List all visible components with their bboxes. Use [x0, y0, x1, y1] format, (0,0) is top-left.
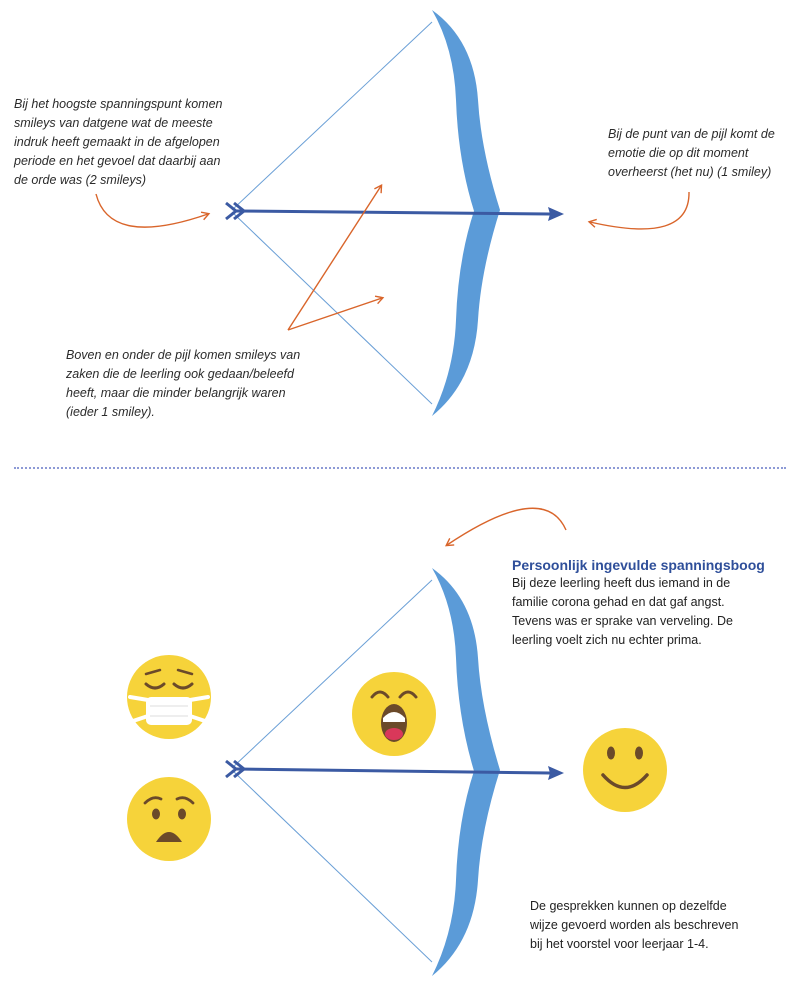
bow-string-upper — [231, 579, 433, 769]
arrow-fletching — [225, 201, 247, 221]
callout-tip — [587, 191, 690, 230]
callout-peak — [95, 193, 211, 228]
bow-string-lower — [231, 211, 433, 405]
callout-sides-up — [287, 183, 383, 331]
yawning-face-emoji — [352, 672, 436, 756]
arrow-shaft — [235, 209, 551, 216]
bow-string-lower — [231, 769, 433, 963]
worried-face-emoji — [127, 777, 211, 861]
arrow-shaft — [235, 767, 551, 775]
arrow-head — [548, 207, 564, 221]
arrow-fletching — [225, 759, 247, 779]
note-peak: Bij het hoogste spanningspunt komen smil… — [14, 97, 223, 187]
callout-sides-down — [287, 295, 385, 331]
note-sides: Boven en onder de pijl komen smileys van… — [66, 348, 301, 419]
mask-face-emoji — [127, 655, 211, 739]
arrow-head — [548, 766, 564, 780]
section-heading: Persoonlijk ingevulde spanningsboog — [512, 557, 765, 573]
section-description: Bij deze leerling heeft dus iemand in de… — [512, 576, 733, 647]
note-tip: Bij de punt van de pijl komt de emotie d… — [608, 127, 775, 179]
callout-heading — [444, 507, 567, 547]
smiling-face-emoji — [583, 728, 667, 812]
section-divider — [14, 467, 786, 469]
bow-string-upper — [231, 21, 433, 211]
footer-note: De gesprekken kunnen op dezelfde wijze g… — [530, 899, 739, 951]
